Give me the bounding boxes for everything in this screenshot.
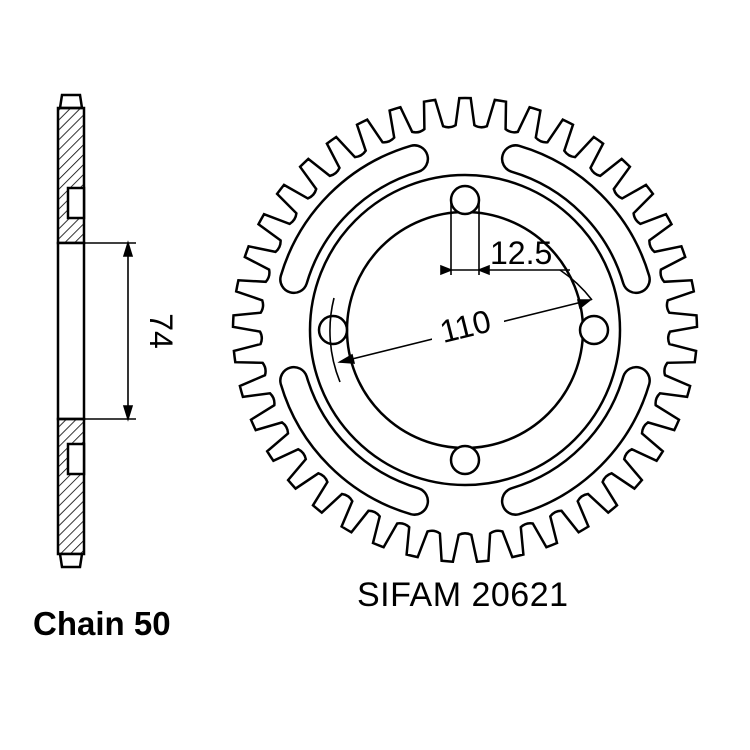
bolt-hole-right xyxy=(578,314,610,346)
bolt-hole-top xyxy=(449,184,481,216)
bolt-hole-arrow-right xyxy=(476,264,490,276)
profile-lower-notch xyxy=(66,442,86,476)
model-number-caption: SIFAM 20621 xyxy=(357,576,569,614)
bolt-circle-label-backdrop xyxy=(432,307,504,341)
bore-arrow-top xyxy=(122,240,134,257)
bolt-hole-dimension xyxy=(440,200,570,276)
bolt-hole-dimension-label: 12.5 xyxy=(490,235,552,271)
hub-outer-ring xyxy=(308,173,622,487)
bolt-hole-left xyxy=(317,314,349,346)
profile-center-bore xyxy=(56,241,86,421)
profile-upper-notch xyxy=(66,186,86,220)
profile-lower-tooth-tip xyxy=(58,552,84,569)
side-profile-view xyxy=(56,93,86,569)
lightening-slot-top-left xyxy=(279,144,430,295)
bore-dimension-label: 74 xyxy=(143,313,179,349)
bolt-circle-arrow-right xyxy=(576,299,593,310)
bolt-hole-arrow-left xyxy=(440,264,454,276)
bore-arrow-bottom xyxy=(122,405,134,422)
bolt-circle-arc-left xyxy=(329,297,341,383)
lightening-slot-bottom-right xyxy=(500,365,651,516)
bolt-circle-arrow-left xyxy=(337,353,356,364)
profile-upper-rim xyxy=(56,106,86,245)
lightening-slot-bottom-left xyxy=(279,365,430,516)
bolt-hole-bottom xyxy=(449,444,481,476)
profile-upper-tooth-tip xyxy=(58,93,84,110)
chain-size-caption: Chain 50 xyxy=(33,605,171,642)
bolt-circle-arc-right xyxy=(559,269,593,301)
bore-dimension xyxy=(84,240,136,422)
profile-lower-rim xyxy=(56,417,86,556)
lightening-slot-top-right xyxy=(500,144,651,295)
